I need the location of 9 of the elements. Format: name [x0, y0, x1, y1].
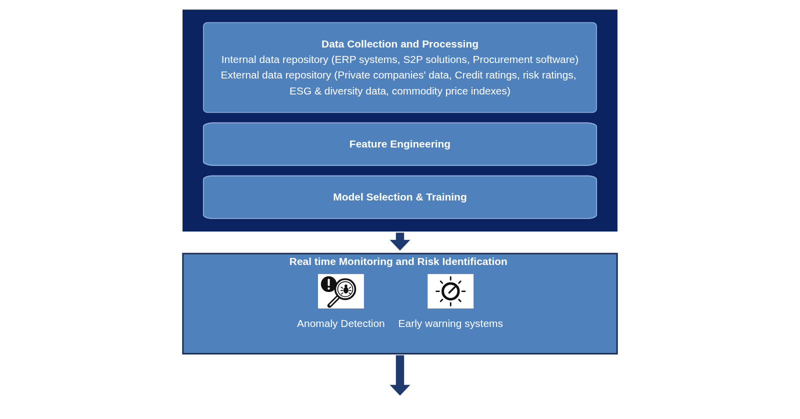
icon-caption: Anomaly Detection: [296, 316, 386, 332]
icon-caption: Early warning systems: [397, 316, 504, 332]
process-detail: External data repository (Private companies' data, Credit ratings, risk ratings, ESG & diversity data, commodity price indexes): [220, 68, 578, 99]
panel-title: Real time Monitoring and Risk Identification: [289, 254, 508, 270]
arrow: [390, 352, 410, 396]
process-title: Data Collection and Processing: [322, 36, 478, 52]
process-text: Model Selection & Training: [333, 190, 467, 205]
process-text: Feature Engineering: [349, 136, 451, 152]
process-detail: Internal data repository (ERP systems, S2P solutions, Procurement software): [221, 52, 579, 68]
